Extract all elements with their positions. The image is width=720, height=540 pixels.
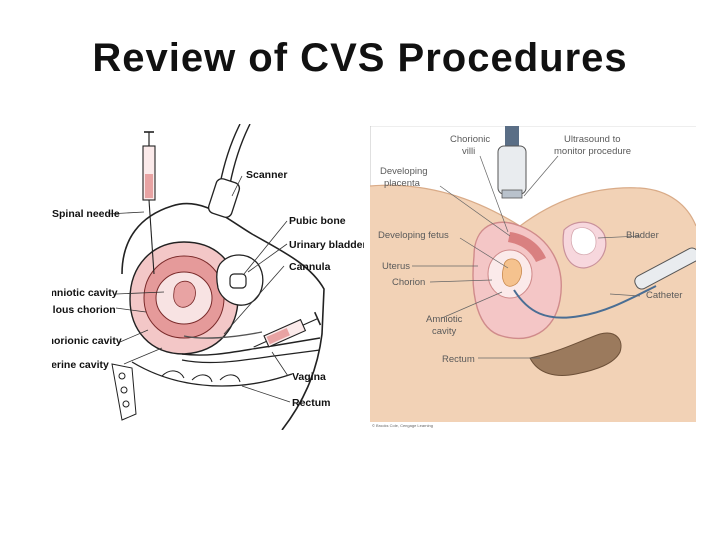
label-rectum: Rectum [442,354,475,365]
pubic-bone [230,274,246,288]
label-rectum: Rectum [292,397,331,409]
scanner-probe [207,177,241,219]
rectum [132,362,292,386]
label-villi: villi [462,146,475,157]
label-uterine-cavity: Uterine cavity [52,359,109,371]
label-ultrasound: Ultrasound to [564,134,621,145]
image-credit: © Brooks Cole, Cengage Learning [372,423,433,428]
label-cavity: cavity [432,326,457,337]
label-chorion: Chorion [392,277,425,288]
label-cannula: Cannula [289,261,331,273]
label-uterus: Uterus [382,261,410,272]
label-villous-chorion: Villous chorion [52,304,116,316]
label-vagina: Vagina [292,371,326,383]
label-bladder: Bladder [626,230,659,241]
label-scanner: Scanner [246,169,287,181]
label-placenta: placenta [384,178,421,189]
slide-title: Review of CVS Procedures [0,36,720,81]
label-amniotic-cavity: Amniotic cavity [52,287,118,299]
label-catheter: Catheter [646,290,682,301]
label-developing-fetus: Developing fetus [378,230,449,241]
label-chorionic: Chorionic [450,134,490,145]
label-pubic-bone: Pubic bone [289,215,346,227]
label-spinal-needle: Spinal needle [52,208,120,220]
label-chorionic-cavity: Chorionic cavity [52,335,122,347]
transcervical-cvs-diagram: Scanner Spinal needle Pubic bone Urinary… [52,124,364,430]
scanner-cable [220,124,240,184]
label-amniotic: Amniotic [426,314,463,325]
label-monitor-procedure: monitor procedure [554,146,631,157]
label-developing: Developing [380,166,428,177]
label-urinary-bladder: Urinary bladder [289,239,364,251]
transabdominal-cvs-illustration: Chorionic villi Ultrasound to monitor pr… [370,126,696,430]
